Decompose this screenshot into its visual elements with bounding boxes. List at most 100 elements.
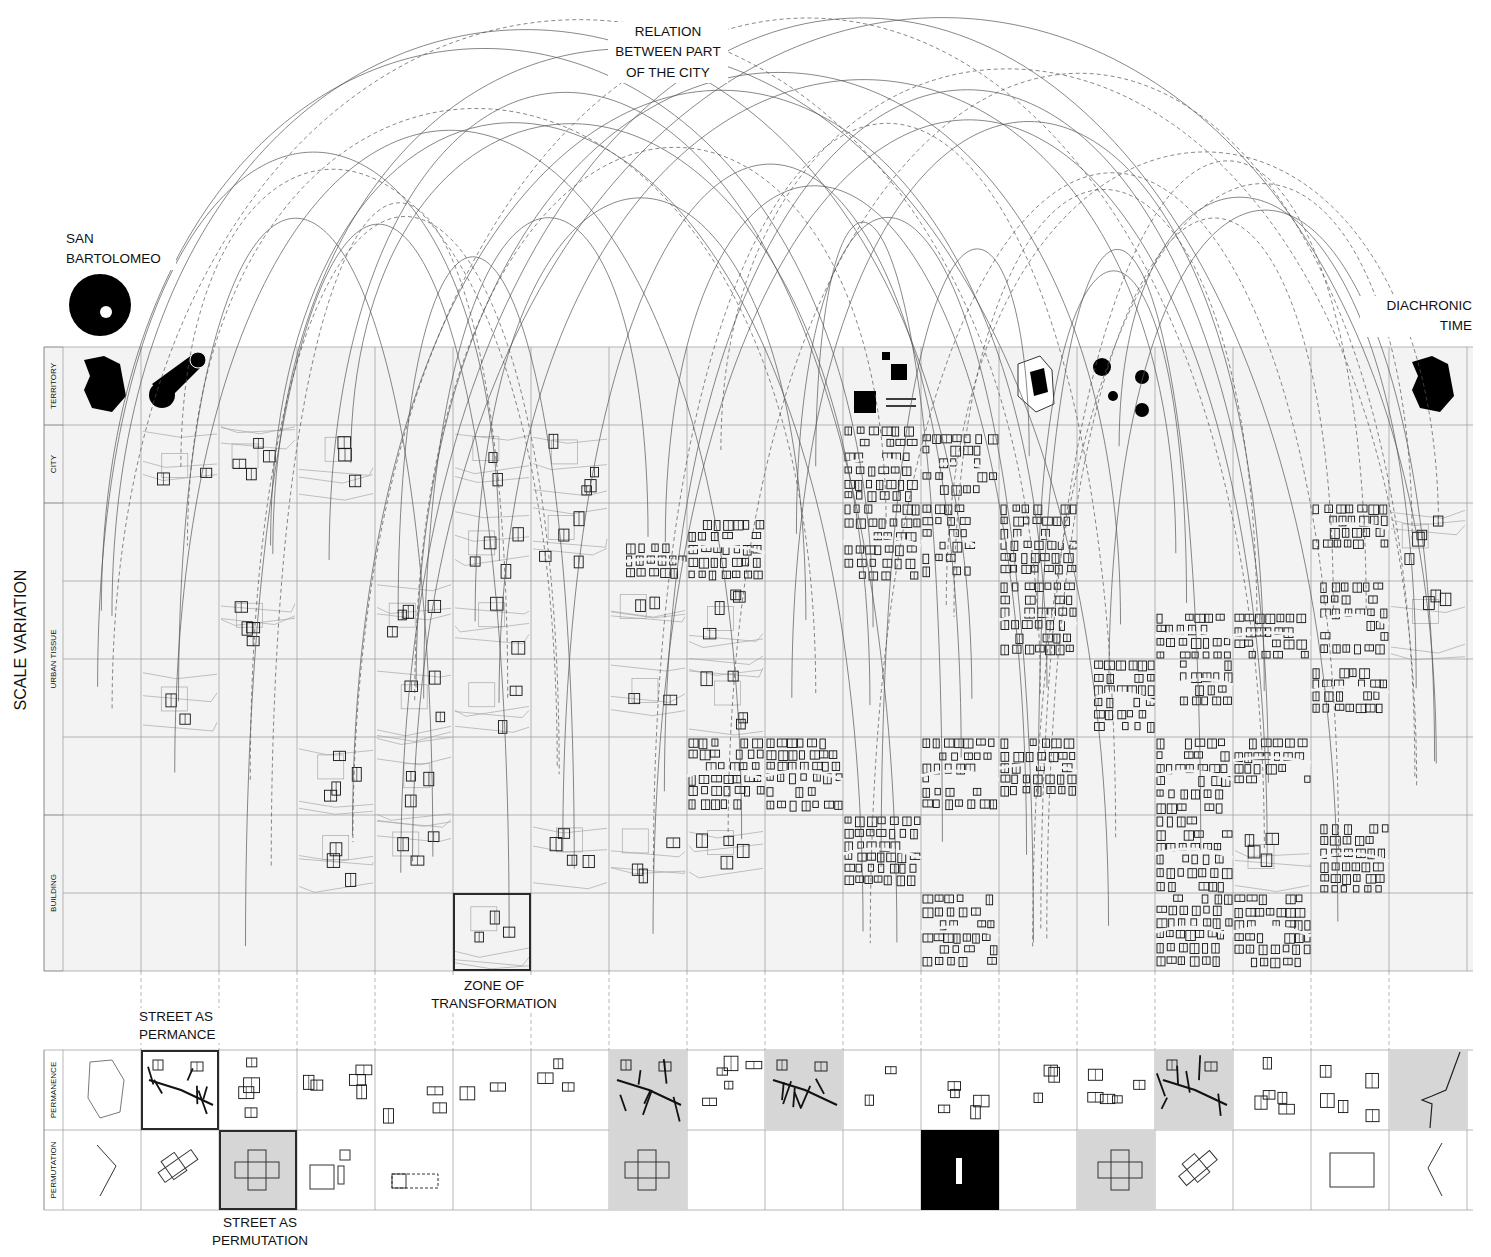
street — [196, 1086, 198, 1104]
urban-fragment — [611, 829, 685, 883]
building-division — [1266, 739, 1267, 747]
building-outline — [832, 762, 839, 770]
building-outline — [911, 829, 918, 838]
building-outline — [767, 751, 776, 760]
building-division — [1262, 895, 1263, 905]
building-outline — [1059, 621, 1064, 631]
building-division — [951, 518, 952, 526]
street — [783, 1081, 791, 1104]
building-division — [693, 558, 694, 566]
building-division — [1324, 875, 1325, 881]
street — [1093, 693, 1155, 702]
building-outline — [820, 739, 825, 749]
building-outline — [650, 569, 659, 576]
building-division — [1325, 633, 1326, 639]
building-outline — [1036, 583, 1044, 591]
building-division — [871, 492, 872, 502]
building-outline — [904, 453, 909, 460]
building-division — [946, 435, 947, 443]
building-division — [848, 559, 849, 567]
building-outline — [1157, 869, 1163, 877]
building-division — [1099, 711, 1100, 718]
building-outline — [1266, 614, 1275, 623]
building-outline — [959, 908, 967, 917]
building-division — [926, 567, 927, 577]
building-division — [1259, 614, 1260, 623]
building-outline — [896, 439, 905, 445]
building-division — [896, 492, 897, 501]
building-outline — [1321, 837, 1328, 845]
street-trace — [299, 801, 373, 807]
building-outline — [954, 934, 960, 943]
building-outline — [797, 739, 802, 747]
building-outline — [356, 1065, 372, 1075]
building-outline — [1298, 739, 1307, 747]
building-outline — [835, 801, 842, 809]
building-outline — [1366, 704, 1375, 712]
building-division — [1160, 739, 1161, 749]
building-division — [1302, 739, 1303, 747]
building-outline — [856, 546, 863, 553]
building-outline — [877, 480, 883, 489]
building-division — [1069, 583, 1070, 590]
building-outline — [1001, 786, 1008, 796]
building-outline — [1188, 869, 1197, 878]
building-outline — [1353, 875, 1360, 882]
building-division — [942, 753, 943, 760]
building-outline — [1297, 614, 1306, 622]
building-division — [735, 590, 736, 600]
street-trace — [299, 859, 373, 865]
building-division — [1222, 686, 1223, 692]
grid-line — [63, 581, 1473, 582]
building-division — [726, 856, 727, 869]
building-outline — [637, 569, 645, 576]
urban-fragment — [455, 907, 529, 969]
building-division — [959, 505, 960, 512]
urban-tissue-fragment — [1233, 614, 1311, 658]
building-outline — [1178, 957, 1184, 965]
building-outline — [1184, 831, 1193, 840]
building-outline — [779, 751, 788, 761]
building-outline — [1249, 739, 1256, 749]
building-division — [975, 934, 976, 943]
building-division — [439, 1103, 440, 1113]
building-outline — [1321, 863, 1328, 873]
building-division — [1161, 831, 1162, 841]
building-division — [1239, 640, 1240, 647]
building-outline — [1374, 583, 1383, 589]
building-outline — [935, 895, 943, 901]
building-outline — [1353, 528, 1362, 537]
building-division — [1351, 516, 1352, 523]
building-division — [588, 856, 589, 868]
building-division — [1289, 614, 1290, 622]
building-outline — [1049, 752, 1058, 761]
building-outline — [1198, 765, 1207, 771]
building-outline — [1355, 645, 1361, 654]
building-outline — [1199, 777, 1204, 787]
street-trace — [299, 808, 373, 814]
building-outline — [1343, 837, 1351, 844]
street-trace — [143, 431, 217, 437]
grid-line — [63, 347, 1473, 348]
building-outline — [1194, 752, 1202, 758]
building-outline — [710, 750, 719, 757]
building-outline — [802, 801, 810, 811]
building-division — [1346, 837, 1347, 844]
building-division — [388, 1109, 389, 1123]
building-outline — [1199, 869, 1206, 877]
building-division — [518, 642, 519, 655]
urban-tissue-fragment — [1311, 669, 1389, 713]
building-outline — [1204, 919, 1211, 926]
urban-fragment — [1391, 590, 1465, 660]
building-division — [1150, 723, 1151, 733]
building-outline — [1342, 583, 1348, 591]
building-outline — [1224, 652, 1230, 658]
building-outline — [1221, 752, 1229, 761]
building-outline — [736, 750, 742, 759]
building-outline — [1235, 895, 1245, 901]
permanent-buildings — [1034, 1065, 1060, 1102]
urban-fragment — [455, 683, 529, 734]
building-division — [1183, 906, 1184, 914]
building-division — [829, 801, 830, 808]
building-outline — [968, 800, 975, 808]
